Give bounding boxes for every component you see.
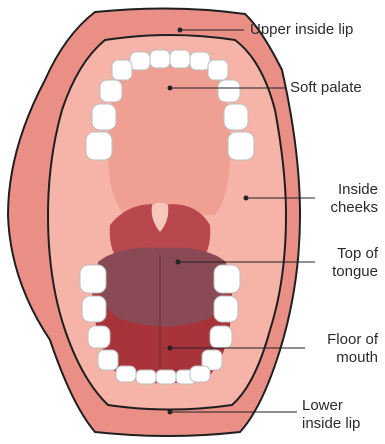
- label-floor-of-mouth-line2: mouth: [308, 349, 378, 367]
- label-floor-of-mouth: Floor of mouth: [308, 331, 378, 367]
- label-lower-inside-lip: Lower inside lip: [302, 397, 360, 433]
- label-inside-cheeks: Inside cheeks: [318, 181, 378, 217]
- label-lower-inside-lip-line1: Lower: [302, 397, 360, 415]
- label-top-of-tongue-line2: tongue: [318, 263, 378, 281]
- tongue: [97, 248, 227, 327]
- label-floor-of-mouth-line1: Floor of: [308, 331, 378, 349]
- label-inside-cheeks-line2: cheeks: [318, 199, 378, 217]
- label-lower-inside-lip-line2: inside lip: [302, 415, 360, 433]
- label-upper-inside-lip: Upper inside lip: [250, 21, 353, 39]
- label-soft-palate: Soft palate: [290, 79, 362, 97]
- label-top-of-tongue: Top of tongue: [318, 245, 378, 281]
- label-top-of-tongue-line1: Top of: [318, 245, 378, 263]
- label-inside-cheeks-line1: Inside: [318, 181, 378, 199]
